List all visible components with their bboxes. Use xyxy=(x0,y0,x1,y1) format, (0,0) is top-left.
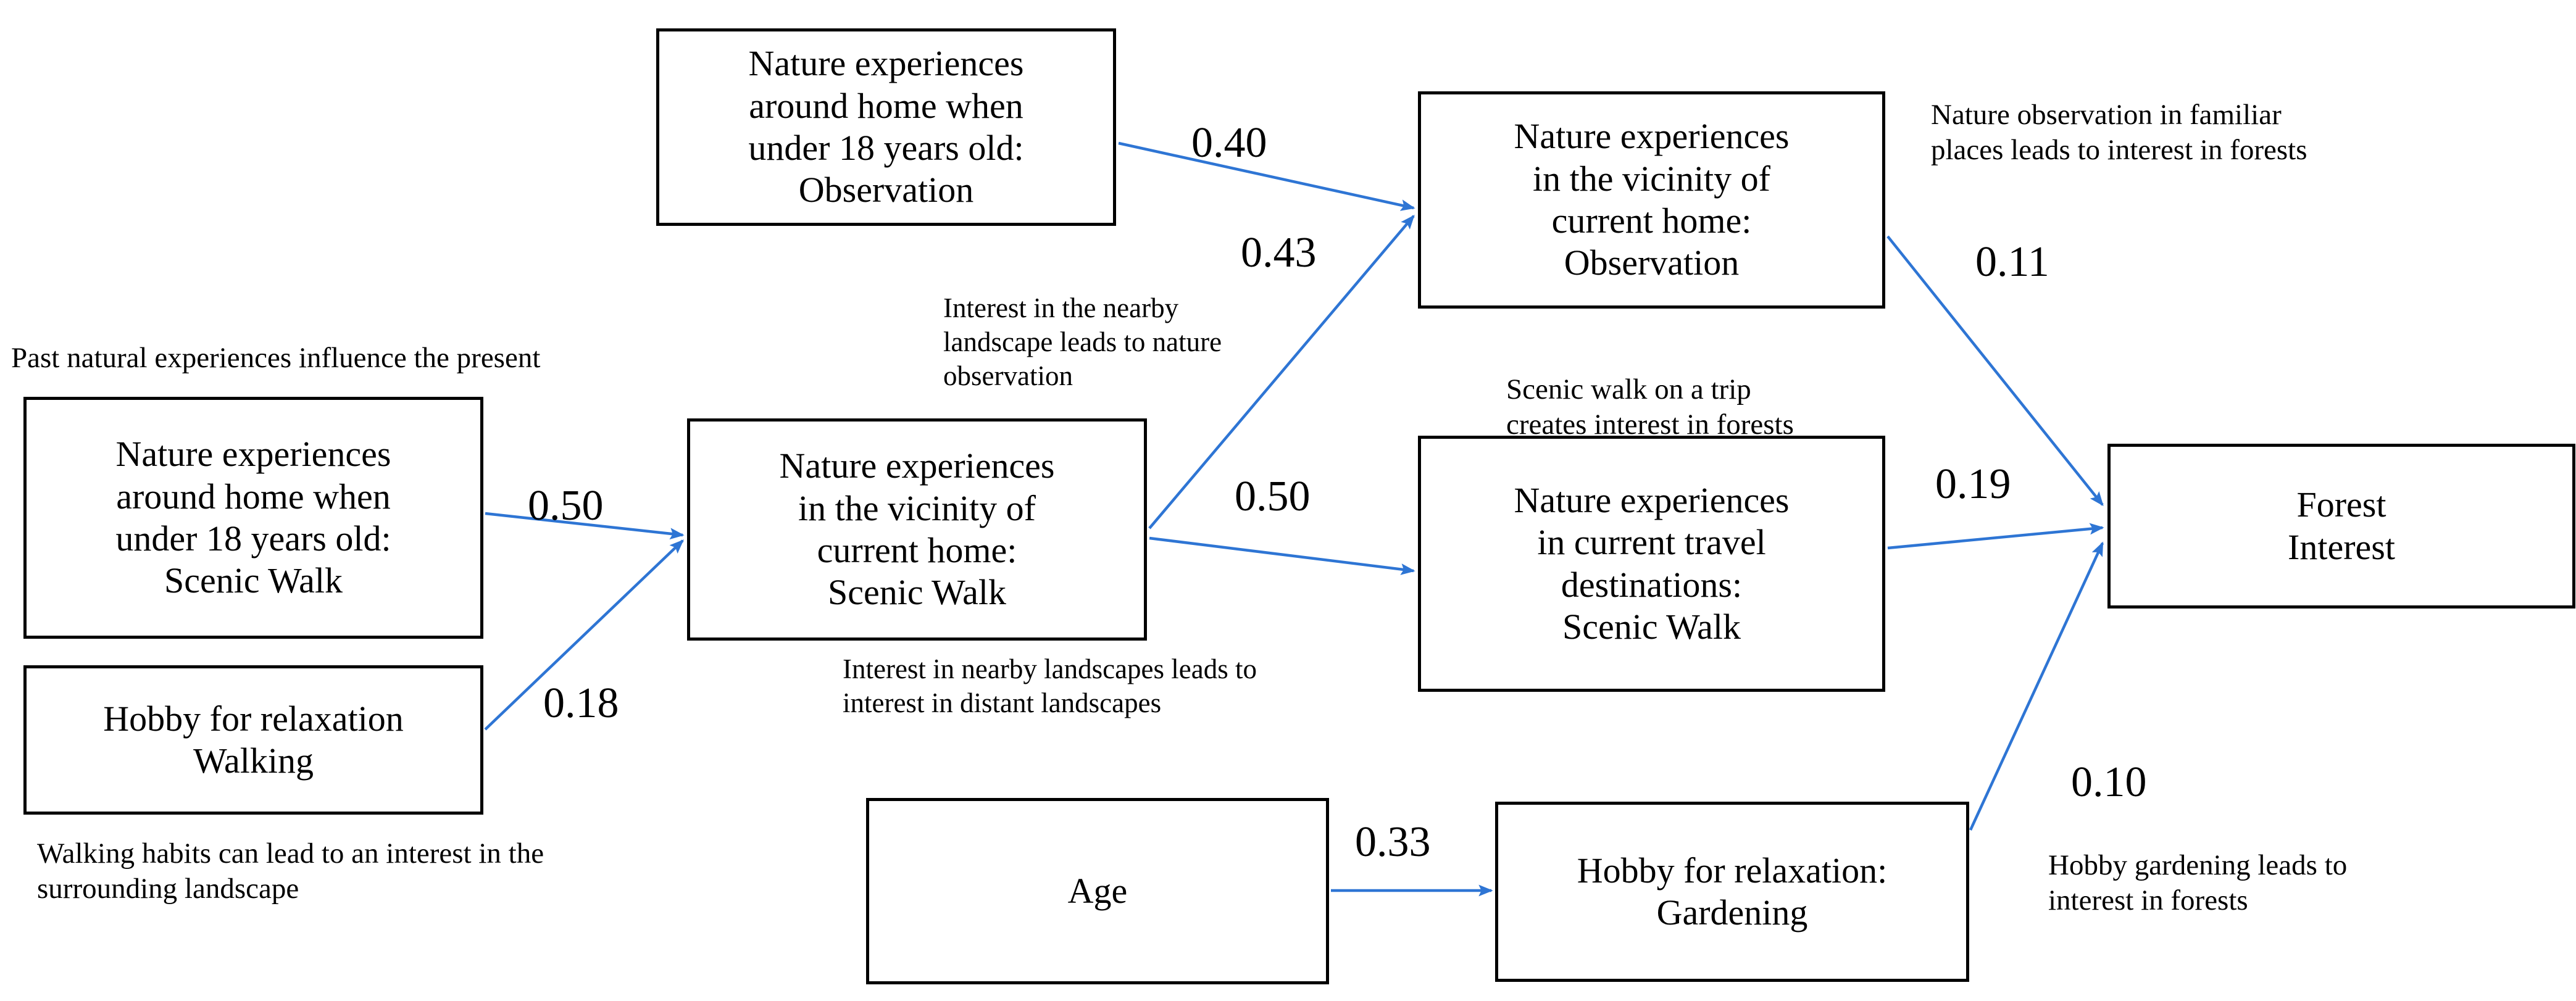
coefficient-edge-childhood-obs-to-home-obs: 0.40 xyxy=(1191,119,1267,167)
node-label: Nature experiences around home when unde… xyxy=(748,43,1024,210)
coefficient-edge-home-obs-to-forest: 0.11 xyxy=(1975,238,2049,286)
anno-scenic-walk-trip: Scenic walk on a trip creates interest i… xyxy=(1506,373,1794,441)
coefficient-edge-age-to-gardening: 0.33 xyxy=(1355,818,1431,866)
anno-walking-habits: Walking habits can lead to an interest i… xyxy=(37,837,544,905)
node-current-home-scenic-walk[interactable]: Nature experiences in the vicinity of cu… xyxy=(687,418,1147,641)
coefficient-edge-travel-walk-to-forest: 0.19 xyxy=(1935,460,2011,508)
edge-home-walk-to-travel-walk xyxy=(1149,536,1415,575)
node-label: Hobby for relaxation Walking xyxy=(103,698,404,781)
coefficient-edge-walking-to-home-walk: 0.18 xyxy=(543,679,619,727)
anno-hobby-gardening-forests: Hobby gardening leads to interest in for… xyxy=(2048,849,2348,917)
coefficient-edge-childhood-walk-to-home-walk: 0.50 xyxy=(528,482,604,530)
node-label: Hobby for relaxation: Gardening xyxy=(1577,850,1888,932)
coefficient-edge-gardening-to-forest: 0.10 xyxy=(2071,758,2147,806)
anno-nearby-to-distant-landscape: Interest in nearby landscapes leads to i… xyxy=(843,654,1257,718)
node-hobby-walking[interactable]: Hobby for relaxation Walking xyxy=(23,665,483,815)
node-hobby-gardening[interactable]: Hobby for relaxation: Gardening xyxy=(1495,802,1969,982)
anno-past-influences-present: Past natural experiences influence the p… xyxy=(11,342,541,374)
edge-travel-walk-to-forest xyxy=(1887,523,2104,550)
coefficient-edge-home-walk-to-travel-walk: 0.50 xyxy=(1235,473,1311,520)
node-forest-interest[interactable]: Forest Interest xyxy=(2107,444,2575,608)
node-travel-destinations-scenic-walk[interactable]: Nature experiences in current travel des… xyxy=(1418,436,1885,692)
node-label: Nature experiences around home when unde… xyxy=(115,434,391,601)
node-label: Age xyxy=(1067,870,1128,911)
node-childhood-scenic-walk[interactable]: Nature experiences around home when unde… xyxy=(23,397,483,639)
anno-nearby-landscape-to-observation: Interest in the nearby landscape leads t… xyxy=(943,293,1222,391)
anno-nature-observation-familiar-places: Nature observation in familiar places le… xyxy=(1931,99,2307,167)
node-label: Nature experiences in the vicinity of cu… xyxy=(779,446,1055,613)
coefficient-edge-home-walk-to-home-obs: 0.43 xyxy=(1241,229,1317,276)
node-age[interactable]: Age xyxy=(866,798,1329,984)
node-label: Nature experiences in current travel des… xyxy=(1514,480,1790,647)
node-childhood-observation[interactable]: Nature experiences around home when unde… xyxy=(656,28,1116,226)
node-label: Nature experiences in the vicinity of cu… xyxy=(1514,116,1790,283)
node-current-home-observation[interactable]: Nature experiences in the vicinity of cu… xyxy=(1418,91,1885,309)
node-label: Forest Interest xyxy=(2288,484,2395,567)
